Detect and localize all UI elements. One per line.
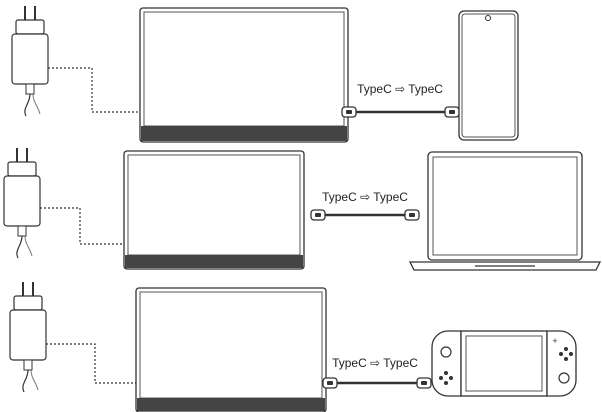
row-2-cable-label: TypeC ⇨ TypeC <box>322 190 408 204</box>
row-1-portable-monitor-icon <box>139 7 349 143</box>
row-1-phone-connection: TypeC ⇨ TypeC <box>11 5 519 143</box>
row-1-typec-cable <box>341 106 460 118</box>
row-2-portable-monitor-icon <box>123 150 305 270</box>
row-2-charger-icon <box>3 147 41 259</box>
row-3-charger-icon <box>9 281 47 393</box>
row-1-smartphone-icon <box>458 10 519 141</box>
row-3-typec-cable <box>322 377 432 389</box>
row-3-cable-label: TypeC ⇨ TypeC <box>332 356 418 370</box>
row-3-power-dotted-line <box>46 343 136 384</box>
row-2-laptop-icon <box>408 151 602 271</box>
row-1-power-dotted-line <box>48 67 140 113</box>
row-2-laptop-connection: TypeC ⇨ TypeC <box>3 147 602 271</box>
row-2-typec-cable <box>310 209 420 221</box>
svg-text:+: + <box>552 336 557 346</box>
row-2-power-dotted-line <box>40 207 124 245</box>
row-3-portable-monitor-icon <box>135 287 327 412</box>
row-3-console-connection: TypeC ⇨ TypeC + <box>9 281 577 412</box>
row-1-cable-label: TypeC ⇨ TypeC <box>357 82 443 96</box>
row-3-game-console-icon: + <box>431 330 577 397</box>
row-1-charger-icon <box>11 5 49 117</box>
